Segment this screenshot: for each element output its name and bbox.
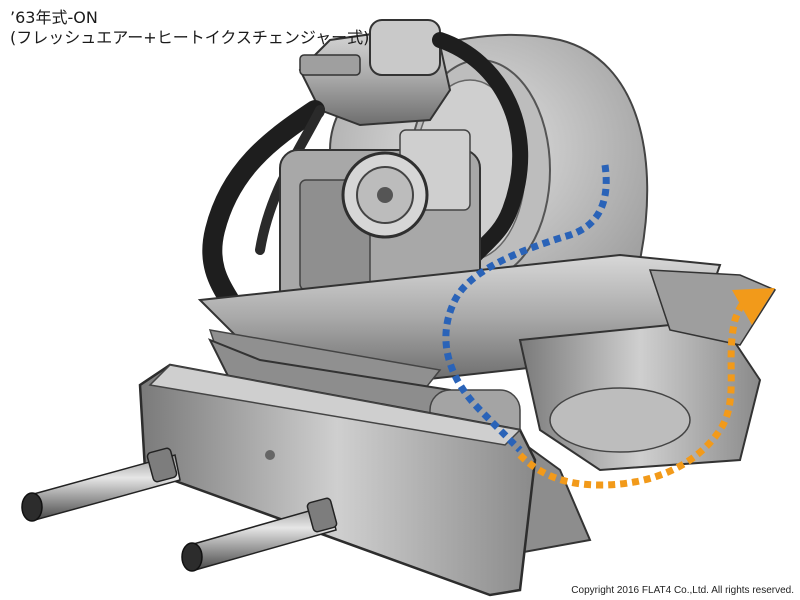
pulley <box>341 151 429 239</box>
caption-line-2: (フレッシュエアー+ヒートイクスチェンジャー式) <box>10 28 370 47</box>
heated-air-flow-arrow <box>517 288 775 489</box>
fresh-air-flow-arrow <box>442 164 610 453</box>
caption-line-1: ’63年式-ON <box>10 8 98 27</box>
muffler <box>138 363 537 597</box>
air-cleaner <box>298 19 452 127</box>
tailpipes <box>21 447 338 572</box>
heat-exchanger <box>518 269 777 472</box>
copyright-notice: Copyright 2016 FLAT4 Co.,Ltd. All rights… <box>571 585 794 596</box>
